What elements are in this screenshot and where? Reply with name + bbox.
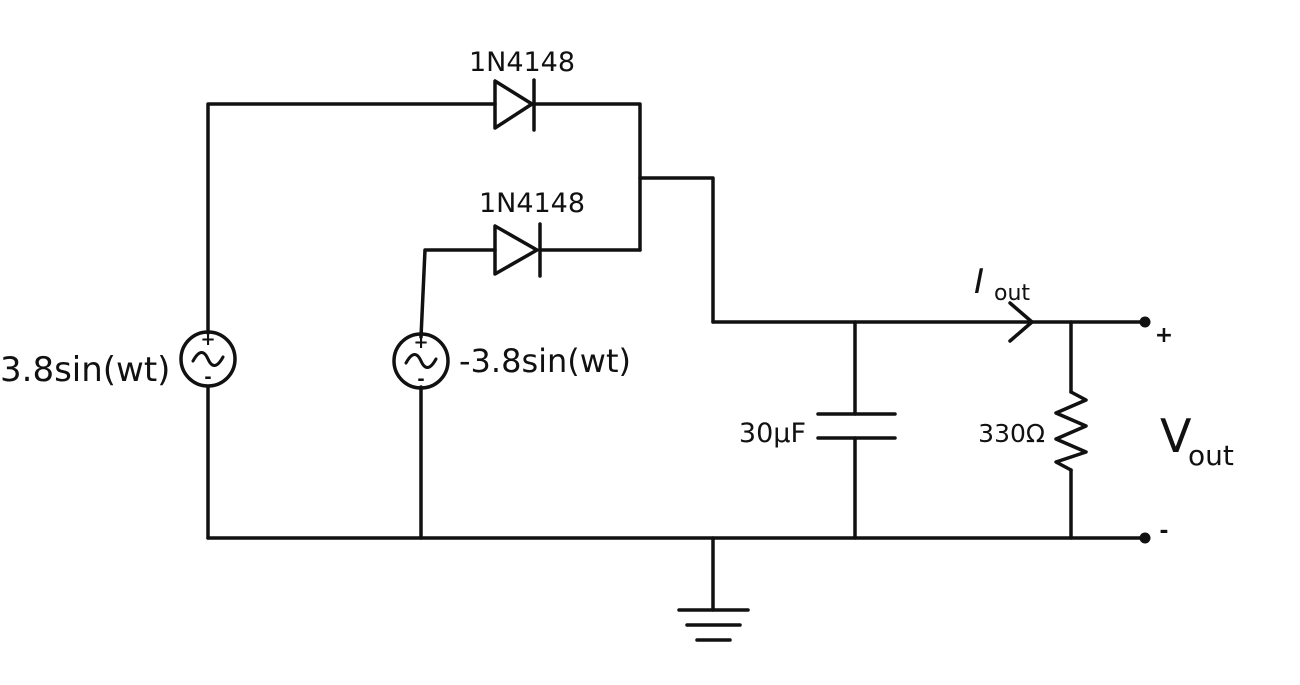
wire-top-diode-out [532, 102, 642, 252]
ac-source-right-plus: + [413, 332, 428, 353]
resistor: 330Ω [978, 390, 1088, 472]
ac-source-right-label: -3.8sin(wt) [459, 342, 631, 380]
output-terminals: + - V out [1139, 316, 1234, 544]
ac-source-right: + - -3.8sin(wt) [392, 332, 631, 390]
output-voltage-subscript: out [1188, 439, 1234, 472]
ac-source-left-plus: + [200, 329, 215, 350]
resistor-label: 330Ω [978, 419, 1045, 448]
output-voltage-label: V [1160, 409, 1192, 463]
wire-left-top [206, 102, 497, 335]
diode-top-label: 1N4148 [469, 47, 575, 78]
resistor-zigzag [1054, 390, 1088, 472]
diode-bottom-triangle [493, 224, 539, 276]
output-plus-sign: + [1155, 323, 1173, 348]
diode-top-triangle [493, 79, 534, 130]
ground-icon [677, 608, 750, 642]
capacitor: 30µF [739, 412, 897, 449]
current-subscript: out [994, 281, 1030, 306]
diode-bottom-label: 1N4148 [479, 188, 585, 219]
diode-bottom: 1N4148 [479, 188, 585, 278]
ac-source-left-minus: - [204, 367, 211, 388]
arrow-right-icon [1008, 301, 1034, 343]
sine-wave-icon [404, 353, 438, 369]
ac-source-right-circle [392, 332, 450, 390]
wires [206, 102, 1147, 612]
output-terminal-plus [1139, 316, 1151, 328]
wire-right-source-top [419, 248, 497, 339]
wire-junction-to-output [638, 176, 715, 324]
output-terminal-minus [1139, 532, 1151, 544]
current-label: I [974, 262, 984, 302]
ac-source-left-label: 3.8sin(wt) [0, 350, 170, 390]
ac-source-left: + - 3.8sin(wt) [0, 329, 237, 390]
sine-wave-icon [191, 351, 225, 367]
current-indicator: I out [974, 262, 1034, 343]
ac-source-right-minus: - [417, 369, 424, 390]
output-minus-sign: - [1159, 519, 1168, 544]
ac-source-left-circle [179, 330, 237, 388]
diode-top: 1N4148 [469, 47, 575, 132]
capacitor-label: 30µF [739, 418, 806, 449]
